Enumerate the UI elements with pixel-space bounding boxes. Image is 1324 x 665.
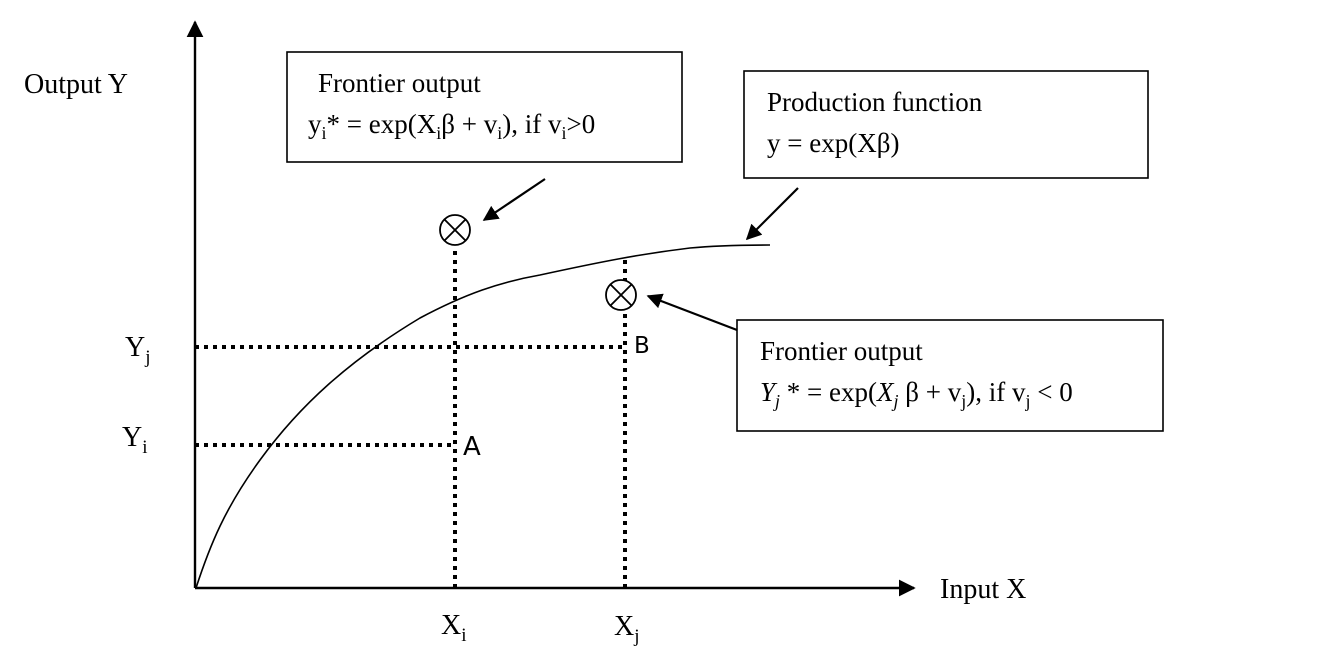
arrow-to-curve (745, 187, 799, 241)
production-function-equation: y = exp(Xβ) (767, 128, 899, 158)
production-function-box: Production function y = exp(Xβ) (743, 70, 1149, 179)
frontier-lower-equation: Yj * = exp(Xj β + vj), if vj < 0 (760, 377, 1073, 411)
tick-label-yj: Yj (125, 332, 151, 368)
frontier-upper-title: Frontier output (318, 68, 481, 98)
frontier-marker-upper (439, 214, 471, 246)
tick-label-xi: Xi (441, 610, 467, 646)
arrow-to-lower-marker (646, 293, 738, 332)
point-label-a: A (463, 432, 481, 462)
y-axis-title: Output Y (24, 69, 128, 100)
production-function-curve (195, 244, 771, 589)
frontier-output-box-upper: Frontier output yi* = exp(Xiβ + vi), if … (286, 51, 683, 163)
production-function-title: Production function (767, 87, 983, 117)
frontier-lower-title: Frontier output (760, 336, 923, 366)
arrow-to-upper-marker (482, 178, 546, 221)
tick-label-xj: Xj (614, 611, 640, 647)
frontier-marker-lower (605, 279, 637, 311)
point-label-b: B (634, 333, 650, 359)
frontier-upper-equation: yi* = exp(Xiβ + vi), if vi>0 (308, 109, 595, 143)
tick-label-yi: Yi (122, 422, 148, 458)
x-axis-title: Input X (940, 574, 1026, 605)
frontier-output-box-lower: Frontier output Yj * = exp(Xj β + vj), i… (736, 319, 1164, 432)
